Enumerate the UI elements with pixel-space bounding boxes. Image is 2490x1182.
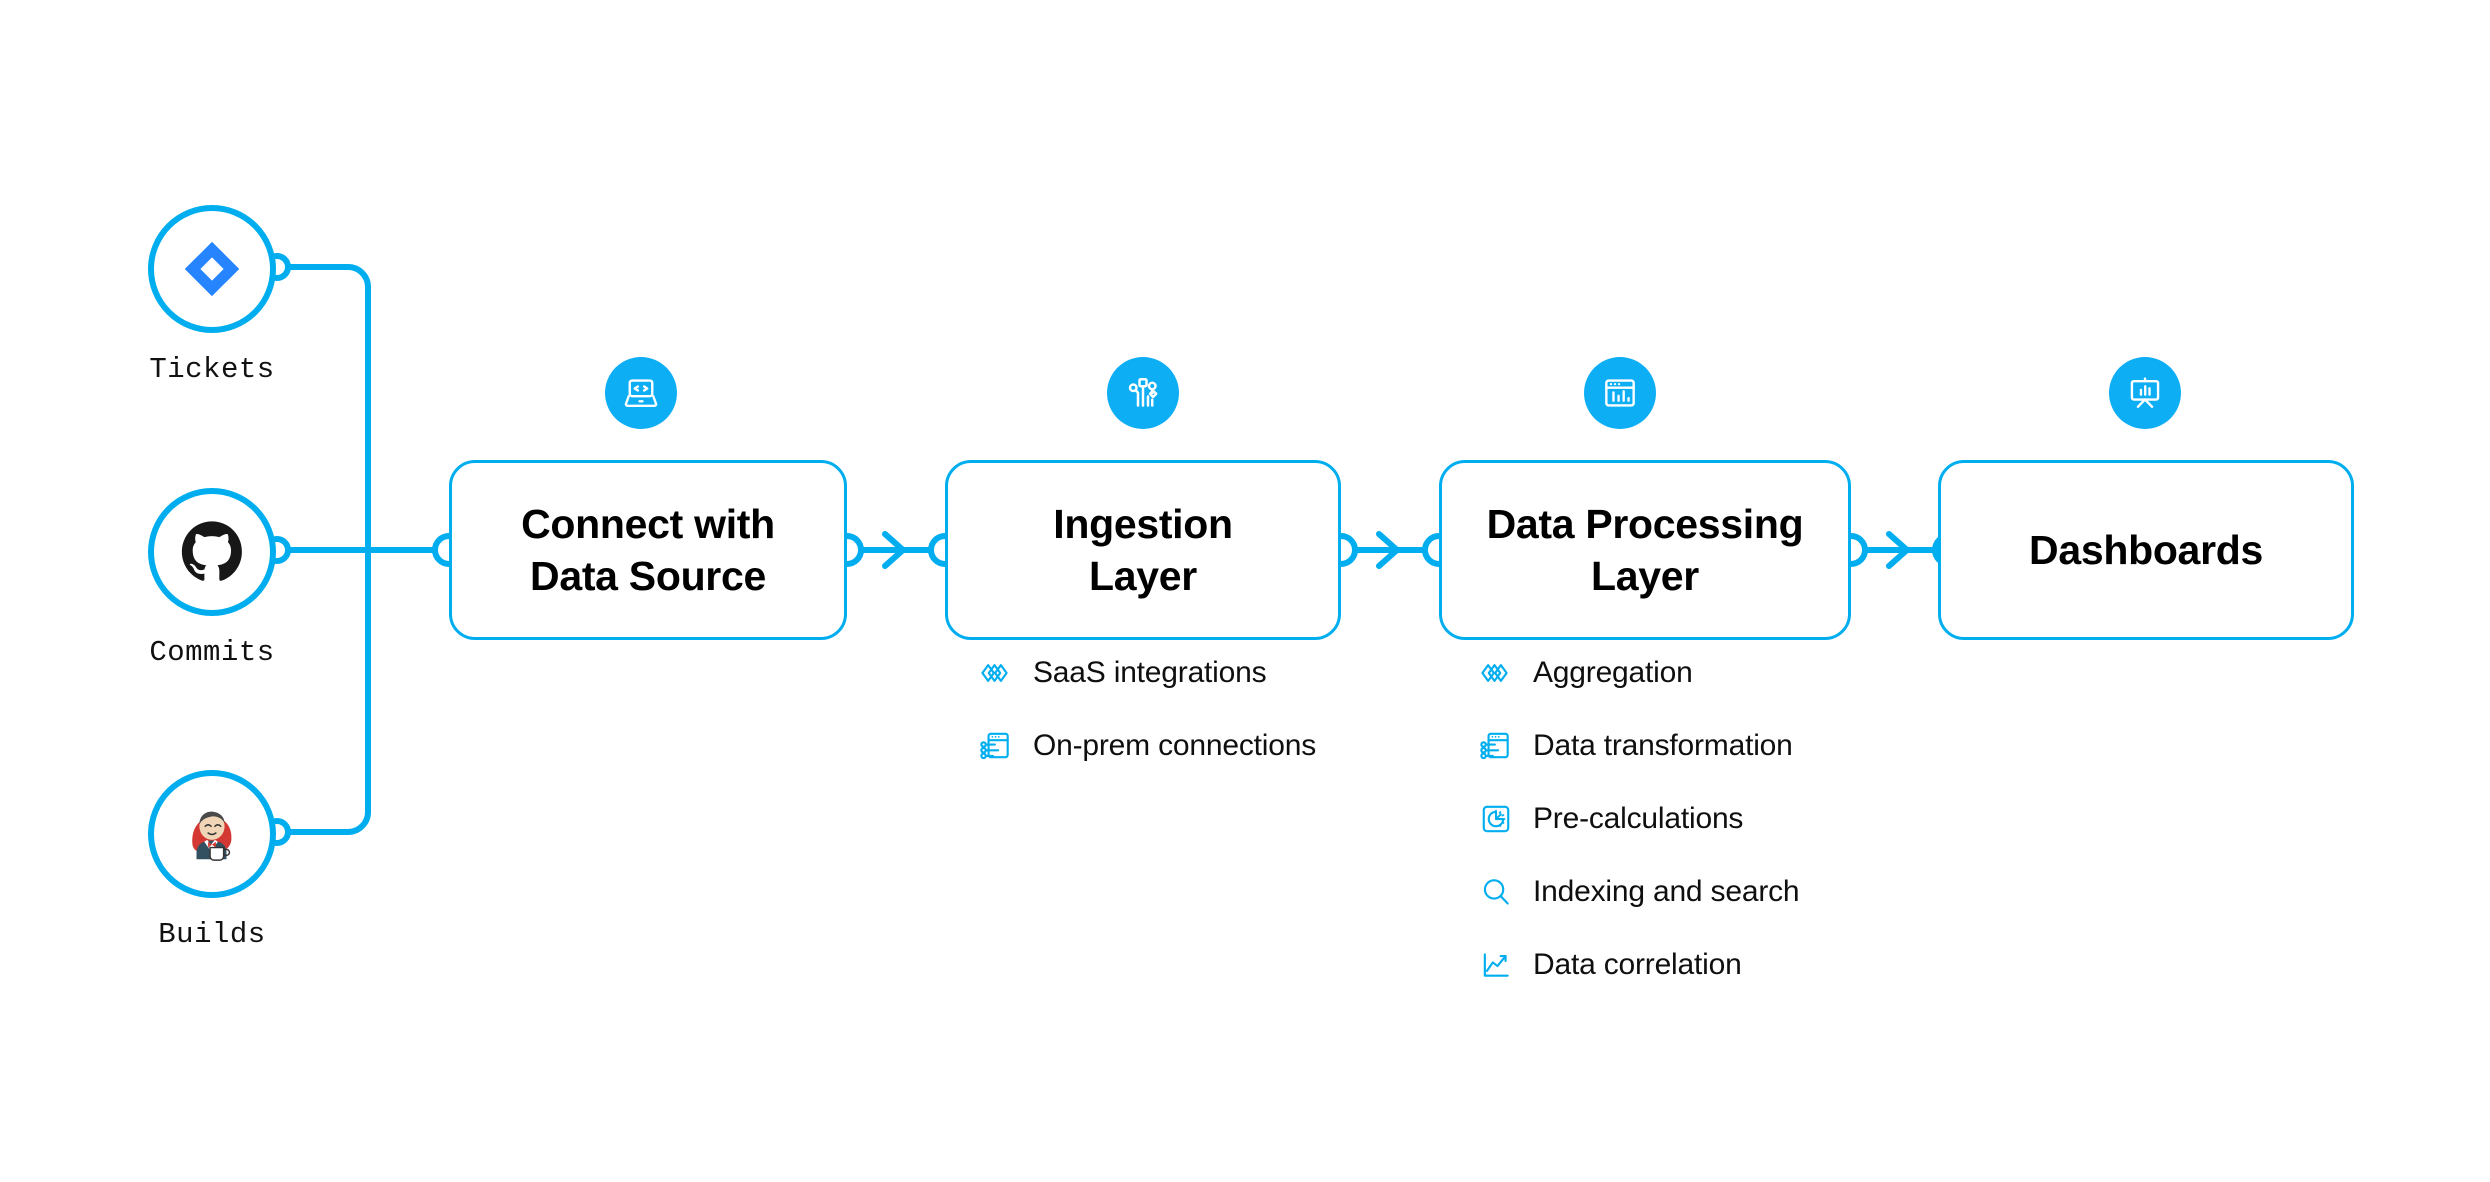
- feature-label: SaaS integrations: [1033, 656, 1267, 689]
- server-connections-icon: [1478, 728, 1514, 764]
- source-node-builds[interactable]: Builds: [148, 770, 276, 951]
- gauge-square-icon: [1478, 801, 1514, 837]
- feature-label: Data transformation: [1533, 729, 1793, 762]
- source-node-tickets[interactable]: Tickets: [148, 205, 276, 386]
- layered-chevrons-icon: [1478, 655, 1514, 691]
- stage-title: Data Processing Layer: [1486, 500, 1804, 599]
- feature-item[interactable]: Data correlation: [1478, 942, 1799, 988]
- jenkins-icon: [179, 801, 245, 867]
- server-connections-icon: [978, 728, 1014, 764]
- browser-bar-chart-icon: [1584, 357, 1656, 429]
- feature-label: Aggregation: [1533, 656, 1693, 689]
- feature-item[interactable]: Indexing and search: [1478, 869, 1800, 915]
- laptop-code-icon: [605, 357, 677, 429]
- stage-title: Ingestion Layer: [1053, 500, 1233, 599]
- source-label-commits: Commits: [149, 636, 275, 669]
- feature-item[interactable]: On-prem connections: [978, 723, 1316, 769]
- stage-box-ingestion-layer[interactable]: Ingestion Layer: [945, 460, 1341, 640]
- source-ring: [148, 488, 276, 616]
- feature-label: Pre-calculations: [1533, 802, 1744, 835]
- source-ring: [148, 205, 276, 333]
- layered-chevrons-icon: [978, 655, 1014, 691]
- feature-list-processing: Aggregation Data transformation: [1478, 650, 1800, 1015]
- feature-label: Indexing and search: [1533, 875, 1800, 908]
- feature-label: Data correlation: [1533, 948, 1742, 981]
- stage-box-dashboards[interactable]: Dashboards: [1938, 460, 2354, 640]
- feature-label: On-prem connections: [1033, 729, 1317, 762]
- source-node-commits[interactable]: Commits: [148, 488, 276, 669]
- stage-box-connect-with-data-source[interactable]: Connect with Data Source: [449, 460, 847, 640]
- jira-icon: [179, 236, 245, 302]
- feature-list-ingestion: SaaS integrations On-prem conne: [978, 650, 1316, 796]
- presentation-chart-icon: [2109, 357, 2181, 429]
- feature-item[interactable]: SaaS integrations: [978, 650, 1316, 696]
- feature-item[interactable]: Aggregation: [1478, 650, 1799, 696]
- circuit-nodes-icon: [1107, 357, 1179, 429]
- feature-item[interactable]: Pre-calculations: [1478, 796, 1799, 842]
- source-ring: [148, 770, 276, 898]
- stage-title: Connect with Data Source: [521, 500, 775, 599]
- source-label-builds: Builds: [158, 918, 266, 951]
- github-icon: [179, 519, 245, 585]
- source-label-tickets: Tickets: [149, 353, 275, 386]
- stage-title: Dashboards: [2029, 526, 2263, 573]
- feature-item[interactable]: Data transformation: [1478, 723, 1799, 769]
- line-chart-icon: [1478, 947, 1514, 983]
- stage-box-data-processing-layer[interactable]: Data Processing Layer: [1439, 460, 1851, 640]
- magnifier-icon: [1478, 874, 1514, 910]
